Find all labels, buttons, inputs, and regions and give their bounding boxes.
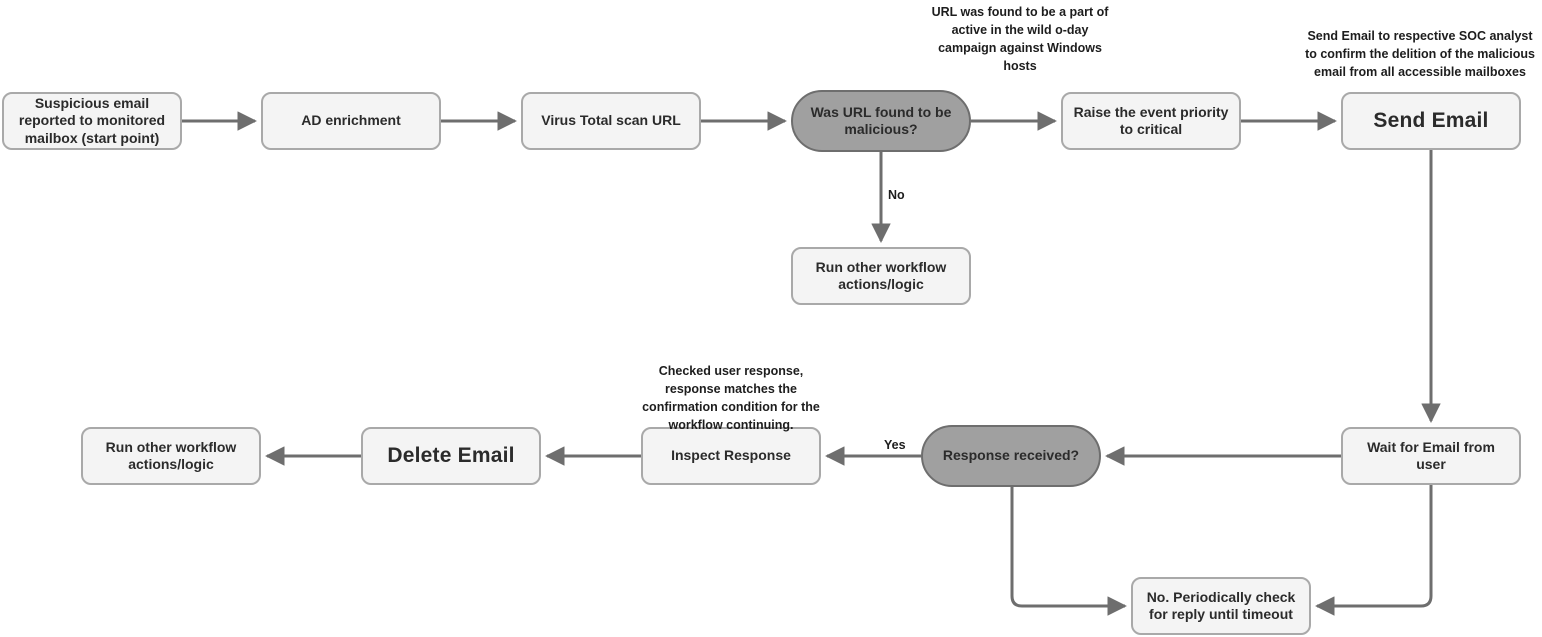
node-raise-event-priority[interactable]: Raise the event priority to critical bbox=[1061, 92, 1241, 150]
annotation-zero-day-campaign: URL was found to be a part of active in … bbox=[931, 5, 1109, 74]
node-delete-email-label: Delete Email bbox=[387, 443, 515, 467]
annotation-soc-confirmation: Send Email to respective SOC analyst to … bbox=[1305, 29, 1535, 80]
node-periodic-check-label: No. Periodically check for reply until t… bbox=[1146, 588, 1296, 623]
annotation-checked-user-response: Checked user response, response matches … bbox=[642, 364, 820, 433]
node-start-label: Suspicious email reported to monitored m… bbox=[18, 94, 166, 146]
node-inspect-response-label: Inspect Response bbox=[671, 447, 791, 464]
node-raise-event-priority-label: Raise the event priority to critical bbox=[1073, 103, 1229, 138]
node-send-email-label: Send Email bbox=[1373, 108, 1489, 132]
node-response-received-label: Response received? bbox=[942, 447, 1080, 464]
node-run-other-workflow-top-label: Run other workflow actions/logic bbox=[815, 258, 947, 293]
node-inspect-response[interactable]: Inspect Response bbox=[641, 427, 821, 485]
node-wait-for-email-label: Wait for Email from user bbox=[1367, 438, 1495, 473]
node-response-received[interactable]: Response received? bbox=[921, 425, 1101, 487]
node-virus-total-scan-url-label: Virus Total scan URL bbox=[541, 112, 681, 129]
edge-label-yes: Yes bbox=[882, 438, 908, 452]
node-periodic-check[interactable]: No. Periodically check for reply until t… bbox=[1131, 577, 1311, 635]
node-wait-for-email[interactable]: Wait for Email from user bbox=[1341, 427, 1521, 485]
edge-label-no: No bbox=[886, 188, 907, 202]
node-start[interactable]: Suspicious email reported to monitored m… bbox=[2, 92, 182, 150]
node-was-url-malicious[interactable]: Was URL found to be malicious? bbox=[791, 90, 971, 152]
node-delete-email[interactable]: Delete Email bbox=[361, 427, 541, 485]
node-run-other-workflow-bottom-label: Run other workflow actions/logic bbox=[105, 438, 237, 473]
node-was-url-malicious-label: Was URL found to be malicious? bbox=[810, 103, 952, 138]
node-send-email[interactable]: Send Email bbox=[1341, 92, 1521, 150]
node-ad-enrichment[interactable]: AD enrichment bbox=[261, 92, 441, 150]
edge-response-received-no-to-periodic-check bbox=[1010, 487, 1127, 616]
edge-wait-for-email-to-periodic-check bbox=[1315, 485, 1433, 616]
node-run-other-workflow-top[interactable]: Run other workflow actions/logic bbox=[791, 247, 971, 305]
node-virus-total-scan-url[interactable]: Virus Total scan URL bbox=[521, 92, 701, 150]
node-run-other-workflow-bottom[interactable]: Run other workflow actions/logic bbox=[81, 427, 261, 485]
node-ad-enrichment-label: AD enrichment bbox=[301, 112, 401, 129]
